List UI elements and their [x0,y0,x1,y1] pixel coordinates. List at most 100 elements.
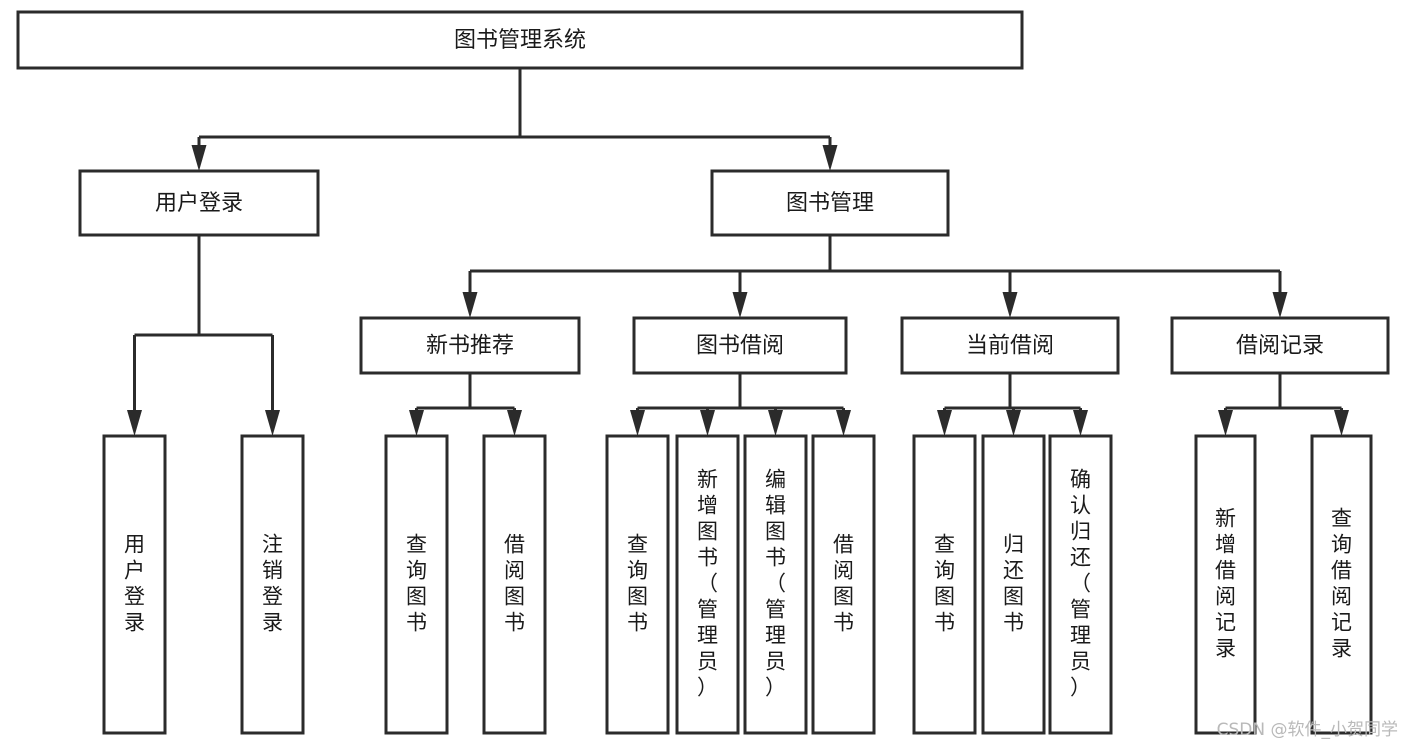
node-borrow-record[interactable]: 借阅记录 [1170,316,1390,375]
arrow-head-icon [1073,410,1088,436]
node-label-char: 询 [627,559,648,583]
node-label-char: 管 [765,598,786,622]
node-layer: 图书管理系统用户登录图书管理新书推荐图书借阅当前借阅借阅记录用户登录注销登录查询… [16,10,1390,735]
node-label-char: 查 [406,533,427,557]
node-root[interactable]: 图书管理系统 [16,10,1024,70]
node-box-leaf-add-record[interactable] [1194,434,1257,735]
node-box-leaf-add-book[interactable] [675,434,740,735]
connector-group-new-book-rec [409,373,522,436]
node-box-leaf-query-record[interactable] [1310,434,1373,735]
node-box-leaf-user-logout[interactable] [240,434,305,735]
node-box-root[interactable] [16,10,1024,70]
node-current-borrow[interactable]: 当前借阅 [900,316,1120,375]
node-label-char: 询 [1331,533,1352,557]
node-label-char: 查 [1331,507,1352,531]
node-box-book-manage[interactable] [710,169,950,237]
node-label-char: 记 [1331,611,1352,635]
node-box-leaf-confirm-return[interactable] [1048,434,1113,735]
node-label-char: （ [765,572,786,596]
arrow-head-icon [836,410,851,436]
node-box-leaf-query-book-rec[interactable] [384,434,449,735]
connector-group-borrow-record [1218,373,1349,436]
node-box-leaf-borrow-book-rec[interactable] [482,434,547,735]
node-box-leaf-borrow-book[interactable] [811,434,876,735]
node-label-char: 书 [504,611,525,635]
node-label-char: 员 [697,650,718,674]
edge-layer [127,68,1349,436]
node-label-char: 借 [1331,559,1352,583]
arrow-head-icon [1002,292,1018,318]
arrow-head-icon [1272,292,1288,318]
node-label-char: 归 [1003,533,1024,557]
arrow-head-icon [1006,410,1021,436]
arrow-head-icon [700,410,715,436]
node-box-leaf-edit-book[interactable] [743,434,808,735]
node-label-user-login: 用户登录 [155,191,243,216]
node-label-char: 书 [406,611,427,635]
node-label-char: 理 [697,624,718,648]
csdn-watermark: CSDN @软件_小贺同学 [1217,720,1398,740]
node-book-manage[interactable]: 图书管理 [710,169,950,237]
node-label-char: 阅 [833,559,854,583]
node-box-borrow-record[interactable] [1170,316,1390,375]
node-label-current-borrow: 当前借阅 [966,334,1054,359]
node-box-book-borrow[interactable] [632,316,848,375]
arrow-head-icon [265,410,280,436]
node-box-leaf-user-login[interactable] [102,434,167,735]
node-label-char: 员 [1070,650,1091,674]
node-label-char: 理 [765,624,786,648]
node-label-leaf-user-login: 用户登录 [124,533,145,635]
node-new-book-rec[interactable]: 新书推荐 [359,316,581,375]
node-label-char: 图 [627,585,648,609]
node-label-char: 管 [1070,598,1091,622]
node-user-login[interactable]: 用户登录 [78,169,320,237]
node-label-char: 确 [1070,468,1091,492]
node-box-leaf-query-book-borrow[interactable] [605,434,670,735]
node-label-char: 图 [1003,585,1024,609]
node-label-root: 图书管理系统 [454,28,586,53]
node-box-current-borrow[interactable] [900,316,1120,375]
node-box-new-book-rec[interactable] [359,316,581,375]
node-label-char: 还 [1003,559,1024,583]
node-label-char: 阅 [1331,585,1352,609]
arrow-head-icon [127,410,142,436]
node-label-char: 书 [627,611,648,635]
node-label-char: 图 [833,585,854,609]
arrow-head-icon [1218,410,1233,436]
node-book-borrow[interactable]: 图书借阅 [632,316,848,375]
node-leaf-user-login[interactable]: 用户登录 [102,434,167,735]
node-label-char: 认 [1070,494,1091,518]
node-label-char: 登 [262,585,283,609]
node-box-user-login[interactable] [78,169,320,237]
node-label-char: 登 [124,585,145,609]
node-label-char: 借 [504,533,525,557]
node-label-char: ） [765,676,786,700]
node-label-char: 员 [765,650,786,674]
node-label-char: 归 [1070,520,1091,544]
node-box-leaf-query-book-current[interactable] [912,434,977,735]
node-label-char: 书 [765,546,786,570]
node-box-leaf-return-book[interactable] [981,434,1046,735]
node-label-char: 查 [934,533,955,557]
arrow-head-icon [630,410,645,436]
